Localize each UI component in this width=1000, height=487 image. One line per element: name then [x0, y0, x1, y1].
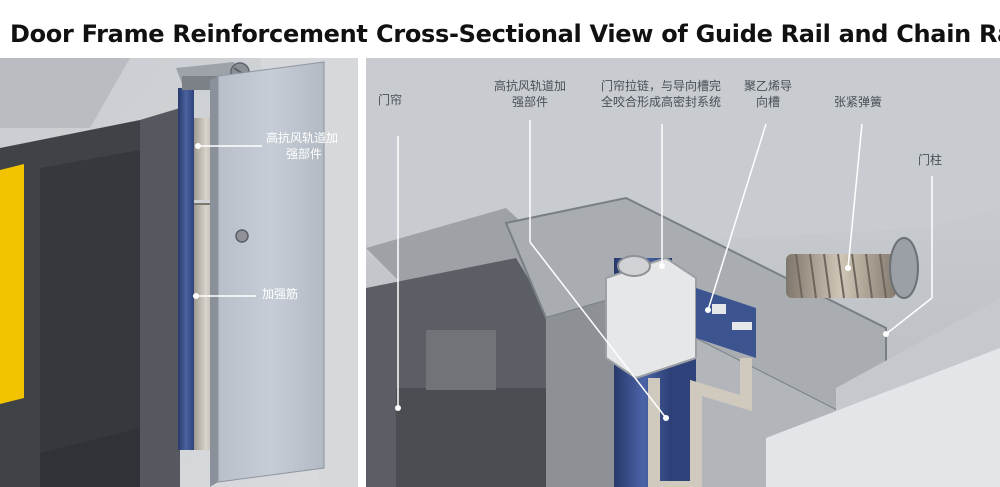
- groove-slot-1: [712, 304, 726, 314]
- zipper-block: [605, 256, 697, 380]
- cross-section-illustration: 门帘 高抗风轨道加 强部件 门帘拉链，与导向槽完 全咬合形成高密封系统 聚乙烯导…: [366, 58, 1000, 487]
- callout-reinforcement-right: 高抗风轨道加 强部件: [488, 78, 572, 110]
- blue-rail: [178, 88, 194, 450]
- door-curtain-bottom: [40, 428, 140, 487]
- leader-dot-pe-groove: [705, 307, 711, 313]
- leader-dot-post: [883, 331, 889, 337]
- callout-pe-groove-line2: 向槽: [755, 95, 780, 109]
- callout-reinforcement-left-line2: 强部件: [286, 147, 323, 161]
- leader-post-d: [885, 297, 933, 335]
- channel-left-wall: [546, 298, 616, 487]
- callout-reinforcement-right-line2: 强部件: [511, 95, 548, 109]
- door-frame-illustration: 高抗风轨道加 强部件 加强筋: [0, 58, 358, 487]
- zipper-knob: [617, 255, 651, 277]
- left-panel-title: Door Frame Reinforcement: [10, 20, 368, 48]
- leader-pe-groove: [707, 123, 767, 311]
- leader-dot-spring: [845, 265, 851, 271]
- yellow-safety-stripe: [0, 164, 24, 404]
- callout-zipper-line2: 全咬合形成高密封系统: [600, 95, 721, 109]
- leader-dot-zipper: [659, 263, 665, 269]
- door-post-face: [766, 348, 1000, 487]
- callout-post: 门柱: [918, 153, 943, 167]
- callout-pe-groove-line1: 聚乙烯导: [743, 79, 792, 93]
- door-frame-drawing: [0, 58, 358, 487]
- callout-zipper: 门帘拉链，与导向槽完 全咬合形成高密封系统: [586, 78, 736, 110]
- callout-reinforcement-right-line1: 高抗风轨道加: [493, 79, 566, 93]
- leader-reinforcement-right-d: [529, 241, 667, 419]
- right-panel-title: Cross-Sectional View of Guide Rail and C…: [376, 20, 1000, 48]
- callout-pe-groove: 聚乙烯导 向槽: [738, 78, 798, 110]
- callout-spring: 张紧弹簧: [834, 95, 883, 109]
- top-shadow: [0, 58, 130, 128]
- tension-spring-icon: [786, 253, 896, 299]
- reinforcement-profile: [648, 358, 752, 487]
- callout-reinforcement-left-line1: 高抗风轨道加: [266, 131, 339, 145]
- leader-dot-rib: [193, 293, 199, 299]
- leader-dot-curtain: [395, 405, 401, 411]
- curtain-panel: [396, 388, 576, 487]
- cross-section-drawing: [366, 58, 1000, 487]
- bolt-icon: [235, 229, 249, 243]
- door-curtain-panel: [40, 150, 140, 453]
- leader-spring: [847, 123, 863, 269]
- back-wall: [366, 58, 1000, 258]
- leader-dot-reinforcement: [195, 143, 201, 149]
- curtain-block: [426, 330, 496, 390]
- cover-plate-edge: [210, 76, 218, 487]
- leader-dot-reinforcement-right: [663, 415, 669, 421]
- pe-guide-groove: [696, 288, 756, 358]
- callout-curtain: 门帘: [378, 93, 403, 107]
- front-cover-plate: [217, 61, 325, 483]
- groove-slot-2: [732, 322, 752, 330]
- callout-rib: 加强筋: [262, 287, 299, 301]
- callout-zipper-line1: 门帘拉链，与导向槽完: [600, 79, 721, 93]
- callout-reinforcement-left: 高抗风轨道加 强部件: [266, 130, 338, 162]
- spring-washer: [889, 237, 919, 299]
- frame-back: [140, 108, 180, 487]
